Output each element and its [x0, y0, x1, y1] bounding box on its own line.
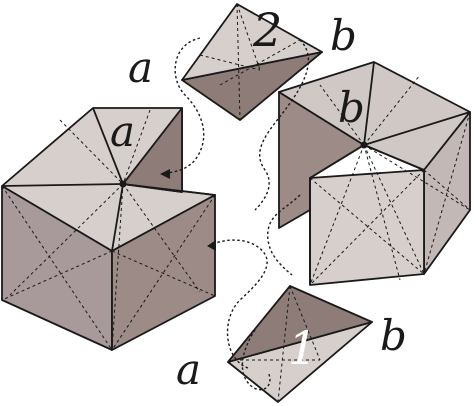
top-piece-number: 2	[252, 3, 282, 57]
bottom-piece-vertex-b: b	[380, 311, 407, 360]
top-piece-upper-triangle	[181, 3, 323, 81]
arrow-head-left-solid	[160, 169, 170, 179]
right-solid-center-dot	[360, 141, 368, 149]
path-top-to-right	[254, 39, 310, 211]
top-piece	[181, 3, 323, 121]
bottom-piece-number: 1	[288, 321, 317, 375]
top-piece-vertex-b: b	[330, 11, 357, 60]
left-solid-center-dot	[119, 180, 127, 188]
left-solid-vertex-a: a	[110, 107, 135, 156]
bottom-piece-upper-triangle	[227, 285, 373, 363]
path-right-down	[267, 194, 301, 276]
path-bottom-loop	[241, 329, 271, 391]
bottom-piece-vertex-a: a	[176, 345, 201, 394]
left-solid	[1, 107, 216, 351]
gluing-paths	[160, 37, 310, 391]
right-solid-vertex-b: b	[338, 83, 365, 132]
arrow-head-left-solid-lower	[207, 240, 216, 251]
right-solid	[278, 61, 471, 286]
path-bottom-to-left	[209, 239, 268, 369]
path-top-to-left	[162, 37, 205, 175]
bottom-piece	[227, 285, 373, 403]
top-piece-vertex-a: a	[128, 43, 153, 92]
